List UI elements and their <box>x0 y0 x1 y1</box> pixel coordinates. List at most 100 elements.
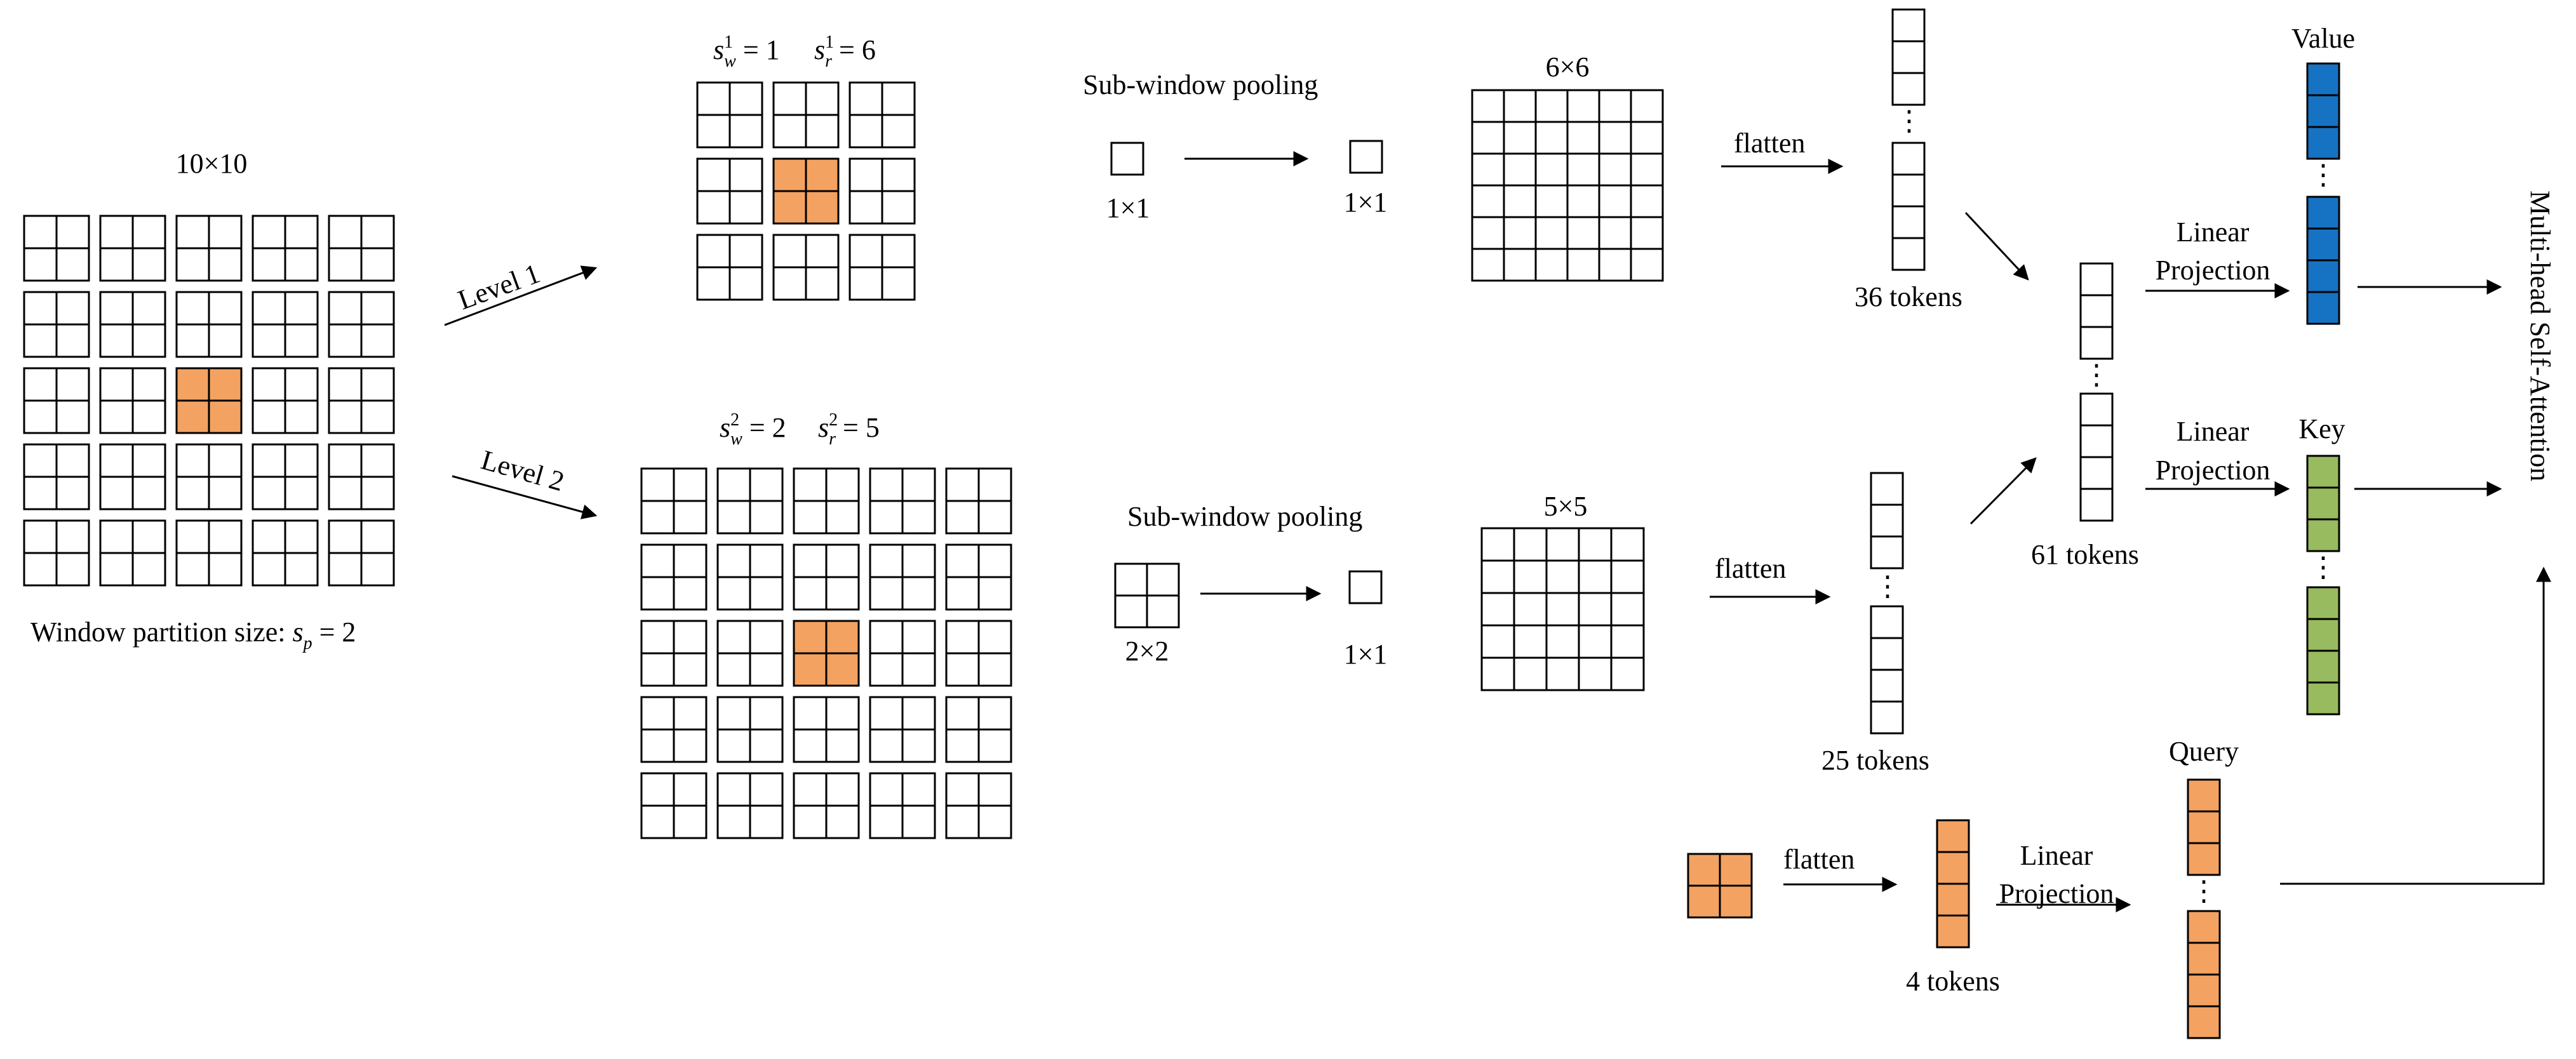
col25-bottom-token <box>1870 605 1904 639</box>
level2-region-cell <box>673 576 708 611</box>
pooled-grid-6x6-cell <box>1503 121 1537 155</box>
level2-region-cell <box>749 652 784 687</box>
linear-label-2: Linear <box>2177 416 2250 447</box>
input-grid-cell <box>55 215 90 250</box>
pooled-grid-label-1: 6×6 <box>1546 51 1590 83</box>
arrow-level-1 <box>444 265 598 326</box>
col36-bottom-token <box>1891 142 1926 176</box>
input-grid-cell <box>175 476 210 510</box>
attention-label: Multi-head Self-Attention <box>2525 190 2556 481</box>
input-grid-cell <box>175 215 210 250</box>
diagram-shapes <box>23 8 2340 1039</box>
tokens-label-4: 4 tokens <box>1906 966 2000 997</box>
level1-region-cell <box>881 234 916 269</box>
query-top-token <box>2187 810 2221 844</box>
level2-region-cell <box>869 696 904 731</box>
pooled-grid-6x6-cell <box>1630 121 1664 155</box>
level1-region-cell <box>805 81 840 116</box>
level2-region-cell <box>793 652 828 687</box>
level2-region-cell <box>825 620 860 655</box>
projection-label-2: Projection <box>2156 455 2271 486</box>
linear-label-1: Linear <box>2177 216 2250 248</box>
level-1-label: Level 1 <box>454 258 544 316</box>
level2-region-cell <box>749 543 784 578</box>
input-grid-cell <box>328 291 363 326</box>
level2-region-cell <box>869 728 904 763</box>
pooled-grid-6x6-cell <box>1534 121 1569 155</box>
level2-region-cell <box>825 696 860 731</box>
pooled-grid-5x5-cell <box>1480 527 1515 562</box>
projection-label-1: Projection <box>2156 255 2271 286</box>
pooled-grid-6x6-cell <box>1598 89 1632 123</box>
level2-region-cell <box>977 467 1012 502</box>
level1-region-cell <box>805 190 840 225</box>
col36-bottom-token <box>1891 205 1926 239</box>
level2-region-cell <box>716 728 751 763</box>
pooled-grid-6x6-cell <box>1598 216 1632 250</box>
pooled-grid-6x6-cell <box>1471 184 1505 218</box>
input-grid-cell <box>360 519 395 554</box>
level2-region-cell <box>716 576 751 611</box>
input-grid-cell <box>55 367 90 402</box>
level2-region-cell <box>825 804 860 839</box>
key-bottom-token <box>2306 681 2340 716</box>
level1-region-cell <box>805 266 840 301</box>
level1-region-cell <box>849 157 883 192</box>
pooled-grid-6x6-cell <box>1630 216 1664 250</box>
pool-out-2: 1×1 <box>1344 639 1388 670</box>
pooled-grid-6x6-cell <box>1503 152 1537 187</box>
pooled-grid-6x6-cell <box>1503 216 1537 250</box>
level2-region-cell <box>825 500 860 535</box>
pooled-grid-6x6-cell <box>1630 184 1664 218</box>
input-grid-cell <box>208 247 243 282</box>
level2-region-cell <box>793 576 828 611</box>
input-grid-cell <box>55 476 90 510</box>
pool-input-2-cell <box>1146 563 1180 597</box>
input-grid-cell <box>55 443 90 478</box>
level2-region-cell <box>749 500 784 535</box>
pooled-grid-6x6-cell <box>1566 152 1600 187</box>
input-grid-cell <box>23 323 58 358</box>
pooled-grid-6x6-cell <box>1598 248 1632 282</box>
level2-region-cell <box>977 804 1012 839</box>
level2-region-cell <box>793 772 828 807</box>
pooled-grid-6x6-cell <box>1471 248 1505 282</box>
level1-region-cell <box>696 266 731 301</box>
input-grid-cell <box>284 443 319 478</box>
input-grid-cell <box>99 476 134 510</box>
level1-region-cell <box>881 157 916 192</box>
pool-title-2: Sub-window pooling <box>1127 501 1362 532</box>
input-grid-cell <box>284 476 319 510</box>
level1-region-cell <box>849 266 883 301</box>
pooled-grid-6x6-cell <box>1630 248 1664 282</box>
pooled-grid-5x5-cell <box>1480 656 1515 691</box>
level2-region-cell <box>673 652 708 687</box>
pool-output-2 <box>1348 570 1383 604</box>
level2-region-cell <box>869 772 904 807</box>
col36-bottom-token <box>1891 237 1926 271</box>
ellipsis-query: ⋮ <box>2190 876 2218 907</box>
query-bottom-token <box>2187 1005 2221 1039</box>
level1-region-cell <box>696 234 731 269</box>
pooled-grid-5x5-cell <box>1578 559 1613 594</box>
linear-label-3: Linear <box>2020 840 2093 871</box>
level1-region-cell <box>696 157 731 192</box>
level2-region-cell <box>793 467 828 502</box>
level1-region-cell <box>728 234 763 269</box>
pooled-grid-6x6-cell <box>1566 121 1600 155</box>
level2-region-cell <box>901 467 936 502</box>
level1-region-cell <box>849 81 883 116</box>
value-top-token <box>2306 126 2340 160</box>
input-grid-cell <box>175 367 210 402</box>
input-grid-cell <box>23 552 58 587</box>
input-grid-cell <box>55 399 90 434</box>
col61-top-token <box>2079 326 2114 360</box>
col36-top-token <box>1891 8 1926 43</box>
level2-region-cell <box>825 772 860 807</box>
pooled-grid-6x6-cell <box>1598 121 1632 155</box>
input-grid-cell <box>55 519 90 554</box>
level2-region-cell <box>673 728 708 763</box>
labels: 10×10 Window partition size: sp = 2 Leve… <box>30 23 2556 997</box>
